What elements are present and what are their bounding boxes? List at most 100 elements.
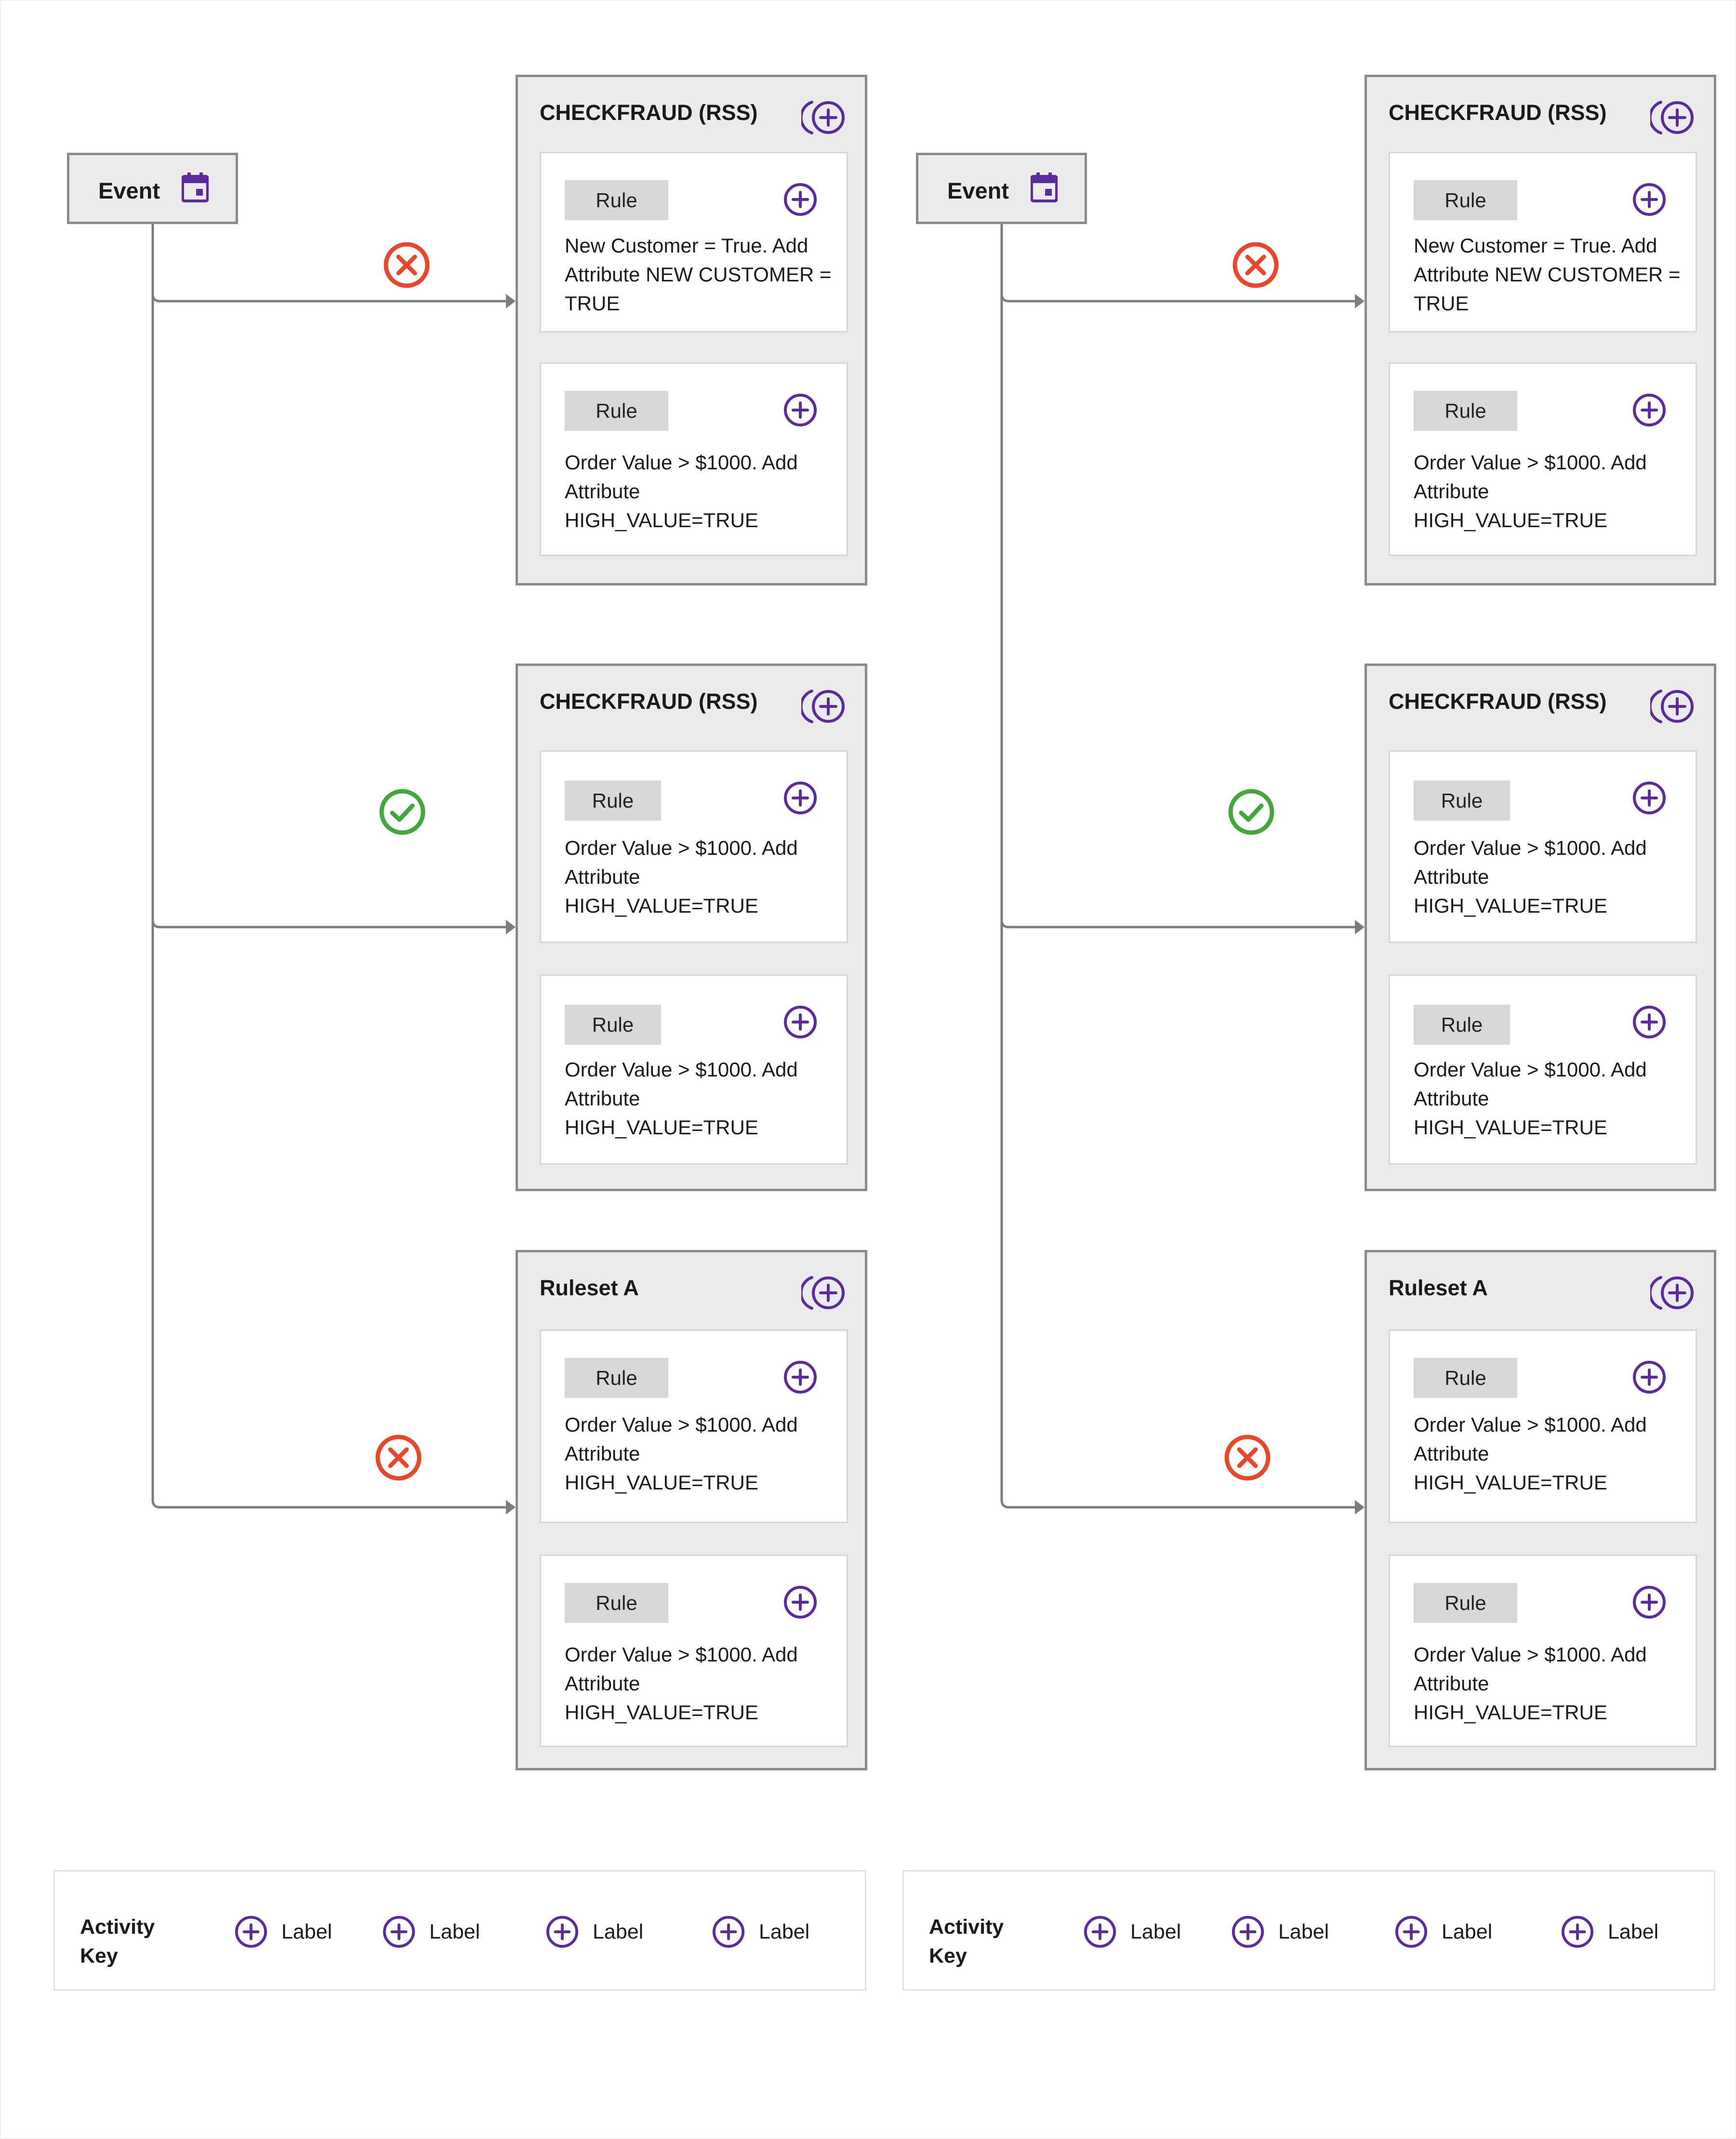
ruleset-title: Ruleset A bbox=[1389, 1275, 1488, 1300]
rule-description: Order Value > $1000. Add Attribute HIGH_… bbox=[1414, 451, 1647, 531]
rule-card[interactable]: Rule New Customer = True. Add Attribute … bbox=[540, 152, 848, 332]
rule-description: Order Value > $1000. Add Attribute HIGH_… bbox=[565, 1413, 798, 1494]
add-rule-icon[interactable] bbox=[783, 182, 818, 217]
event-node[interactable]: Event bbox=[67, 153, 238, 224]
rule-tag: Rule bbox=[565, 391, 668, 431]
branch-line-2 bbox=[151, 919, 512, 929]
add-rule-icon[interactable] bbox=[783, 1585, 818, 1620]
ruleset-title: CHECKFRAUD (RSS) bbox=[1389, 689, 1607, 714]
arrowhead bbox=[506, 920, 516, 934]
rule-tag: Rule bbox=[565, 1005, 661, 1045]
calendar-icon bbox=[182, 173, 209, 202]
rule-description: Order Value > $1000. Add Attribute HIGH_… bbox=[565, 1643, 798, 1724]
rule-description: Order Value > $1000. Add Attribute HIGH_… bbox=[565, 837, 798, 917]
rule-card[interactable]: Rule Order Value > $1000. Add Attribute … bbox=[1389, 1329, 1697, 1523]
rule-tag: Rule bbox=[1414, 1583, 1517, 1623]
ruleset-title: CHECKFRAUD (RSS) bbox=[540, 689, 758, 714]
key-label: Label bbox=[1608, 1920, 1659, 1943]
key-item[interactable]: Label bbox=[545, 1915, 643, 1949]
add-rule-icon[interactable] bbox=[783, 781, 818, 815]
failed-status-icon bbox=[384, 242, 430, 288]
add-circle-icon bbox=[1395, 1915, 1428, 1948]
key-item[interactable]: Label bbox=[382, 1915, 480, 1949]
add-ruleset-icon[interactable] bbox=[1650, 98, 1696, 137]
key-item[interactable]: Label bbox=[712, 1915, 809, 1949]
add-rule-icon[interactable] bbox=[1632, 1585, 1667, 1620]
event-label: Event bbox=[947, 178, 1009, 203]
ruleset-card[interactable]: CHECKFRAUD (RSS) Rule New Customer = Tru… bbox=[516, 75, 867, 585]
rule-card[interactable]: Rule Order Value > $1000. Add Attribute … bbox=[1389, 362, 1697, 556]
add-rule-icon[interactable] bbox=[1632, 1360, 1667, 1395]
add-circle-icon bbox=[546, 1915, 579, 1948]
key-item[interactable]: Label bbox=[1083, 1915, 1181, 1949]
rule-tag: Rule bbox=[565, 1358, 668, 1398]
add-rule-icon[interactable] bbox=[1632, 182, 1667, 217]
connector-lines bbox=[1000, 224, 1365, 1515]
key-item[interactable]: Label bbox=[1231, 1915, 1329, 1949]
branch-line-2 bbox=[1000, 919, 1361, 929]
key-label: Label bbox=[593, 1920, 644, 1943]
rule-card[interactable]: Rule New Customer = True. Add Attribute … bbox=[1389, 152, 1697, 332]
key-label: Label bbox=[281, 1920, 332, 1943]
connector-lines bbox=[151, 224, 516, 1515]
key-item[interactable]: Label bbox=[234, 1915, 332, 1949]
rule-card[interactable]: Rule Order Value > $1000. Add Attribute … bbox=[540, 974, 848, 1165]
ruleset-title: CHECKFRAUD (RSS) bbox=[540, 100, 758, 125]
trunk-line bbox=[151, 224, 512, 1509]
rule-tag: Rule bbox=[1414, 1358, 1517, 1398]
rule-card[interactable]: Rule Order Value > $1000. Add Attribute … bbox=[540, 1554, 848, 1747]
failed-status-icon bbox=[375, 1435, 422, 1481]
add-circle-icon bbox=[383, 1915, 415, 1948]
key-label: Label bbox=[429, 1920, 480, 1943]
ruleset-title: Ruleset A bbox=[540, 1275, 639, 1300]
add-rule-icon[interactable] bbox=[783, 1005, 818, 1039]
key-item[interactable]: Label bbox=[1394, 1915, 1492, 1949]
ruleset-card[interactable]: CHECKFRAUD (RSS) Rule Order Value > $100… bbox=[516, 664, 867, 1191]
key-label: Label bbox=[1278, 1920, 1329, 1943]
add-circle-icon bbox=[1232, 1915, 1264, 1948]
add-rule-icon[interactable] bbox=[1632, 1005, 1667, 1039]
rule-card[interactable]: Rule Order Value > $1000. Add Attribute … bbox=[540, 750, 848, 943]
event-label: Event bbox=[98, 178, 160, 203]
activity-key-title: Activity Key bbox=[929, 1915, 1004, 1967]
arrowhead bbox=[1355, 1500, 1365, 1515]
add-rule-icon[interactable] bbox=[783, 393, 818, 427]
add-ruleset-icon[interactable] bbox=[801, 687, 848, 726]
ruleset-card[interactable]: CHECKFRAUD (RSS) Rule New Customer = Tru… bbox=[1365, 75, 1716, 585]
add-rule-icon[interactable] bbox=[783, 1360, 818, 1395]
add-rule-icon[interactable] bbox=[1632, 781, 1667, 815]
rule-description: Order Value > $1000. Add Attribute HIGH_… bbox=[565, 1058, 798, 1139]
passed-status-icon bbox=[1228, 789, 1274, 835]
rule-description: New Customer = True. Add Attribute NEW C… bbox=[1414, 234, 1681, 315]
ruleset-card[interactable]: Ruleset A Rule Order Value > $1000. Add … bbox=[1365, 1250, 1716, 1770]
rule-card[interactable]: Rule Order Value > $1000. Add Attribute … bbox=[540, 1329, 848, 1523]
ruleset-card[interactable]: Ruleset A Rule Order Value > $1000. Add … bbox=[516, 1250, 867, 1770]
add-ruleset-icon[interactable] bbox=[801, 1274, 848, 1312]
rule-card[interactable]: Rule Order Value > $1000. Add Attribute … bbox=[1389, 750, 1697, 943]
key-label: Label bbox=[759, 1920, 810, 1943]
event-node[interactable]: Event bbox=[916, 153, 1087, 224]
rule-tag: Rule bbox=[1414, 1005, 1510, 1045]
add-circle-icon bbox=[1561, 1915, 1594, 1948]
activity-key-title: Activity Key bbox=[80, 1915, 155, 1967]
add-ruleset-icon[interactable] bbox=[1650, 687, 1696, 726]
activity-key: Activity Key Label Label Label bbox=[902, 1870, 1715, 1991]
add-circle-icon bbox=[1084, 1915, 1116, 1948]
add-ruleset-icon[interactable] bbox=[1650, 1274, 1696, 1312]
key-item[interactable]: Label bbox=[1561, 1915, 1658, 1949]
ruleset-card[interactable]: CHECKFRAUD (RSS) Rule Order Value > $100… bbox=[1365, 664, 1716, 1191]
arrowhead bbox=[1355, 294, 1365, 308]
passed-status-icon bbox=[379, 789, 425, 835]
rule-card[interactable]: Rule Order Value > $1000. Add Attribute … bbox=[1389, 1554, 1697, 1747]
rule-description: Order Value > $1000. Add Attribute HIGH_… bbox=[1414, 837, 1647, 917]
rule-card[interactable]: Rule Order Value > $1000. Add Attribute … bbox=[1389, 974, 1697, 1165]
rule-tag: Rule bbox=[565, 180, 668, 220]
add-ruleset-icon[interactable] bbox=[801, 98, 848, 137]
add-rule-icon[interactable] bbox=[1632, 393, 1667, 427]
rule-card[interactable]: Rule Order Value > $1000. Add Attribute … bbox=[540, 362, 848, 556]
add-circle-icon bbox=[235, 1915, 267, 1948]
rule-tag: Rule bbox=[1414, 781, 1510, 821]
trunk-line bbox=[1000, 224, 1361, 1509]
flow-panel-1: Event CHECKFRAUD (RSS) Rule bbox=[0, 0, 867, 2139]
rule-tag: Rule bbox=[565, 781, 661, 821]
